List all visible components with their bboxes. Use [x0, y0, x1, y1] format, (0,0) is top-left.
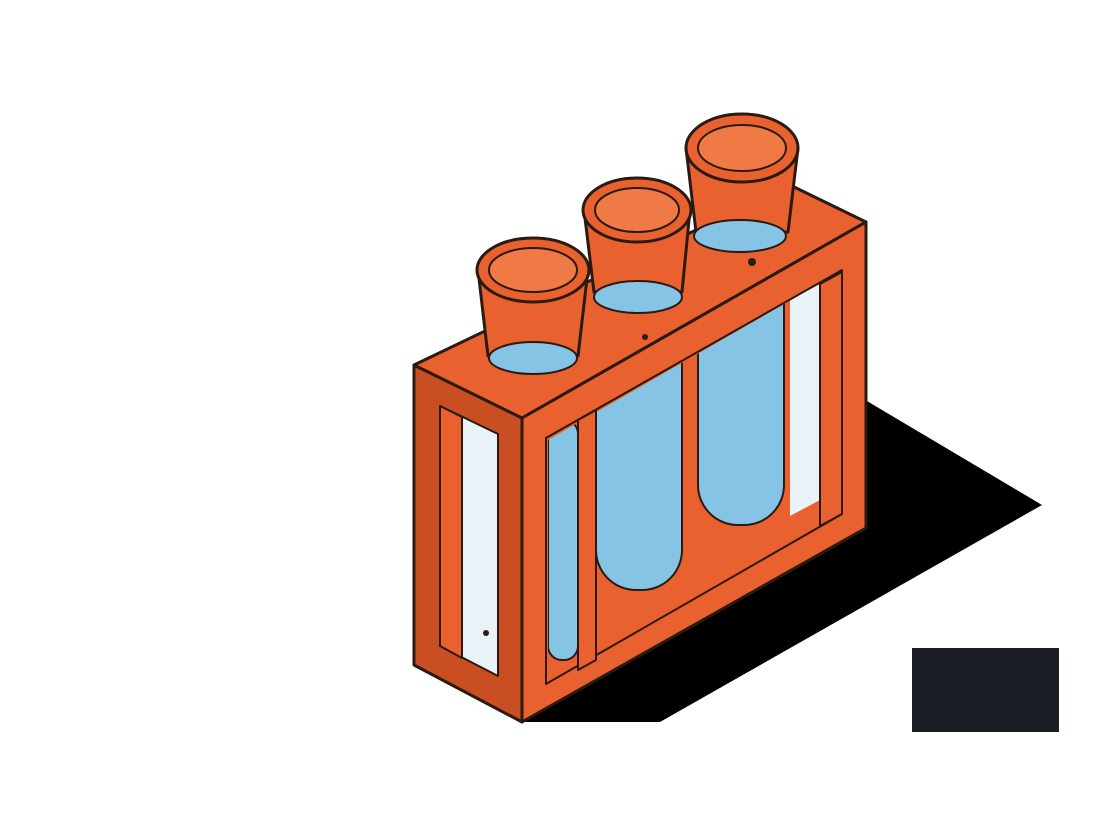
tube-liquid-3: [693, 219, 787, 253]
tube-rim-inner-2: [594, 187, 680, 233]
tube-liquid-2: [593, 280, 683, 314]
tube-rim-inner-1: [488, 247, 578, 293]
tube-rim-inner-3: [697, 124, 787, 172]
rack-detail-dot-1: [642, 334, 648, 340]
rack-front-bar-right: [819, 271, 843, 527]
dark-rectangle: [912, 648, 1059, 732]
rack-front-bar: [577, 409, 597, 671]
tube-liquid-1: [488, 341, 578, 375]
rack-detail-dot-2: [748, 258, 756, 266]
tube-front-1: [548, 419, 579, 661]
rack-end-window-inner: [439, 405, 463, 659]
rack-detail-dot-3: [483, 630, 489, 636]
front-glass-right: [790, 284, 820, 516]
